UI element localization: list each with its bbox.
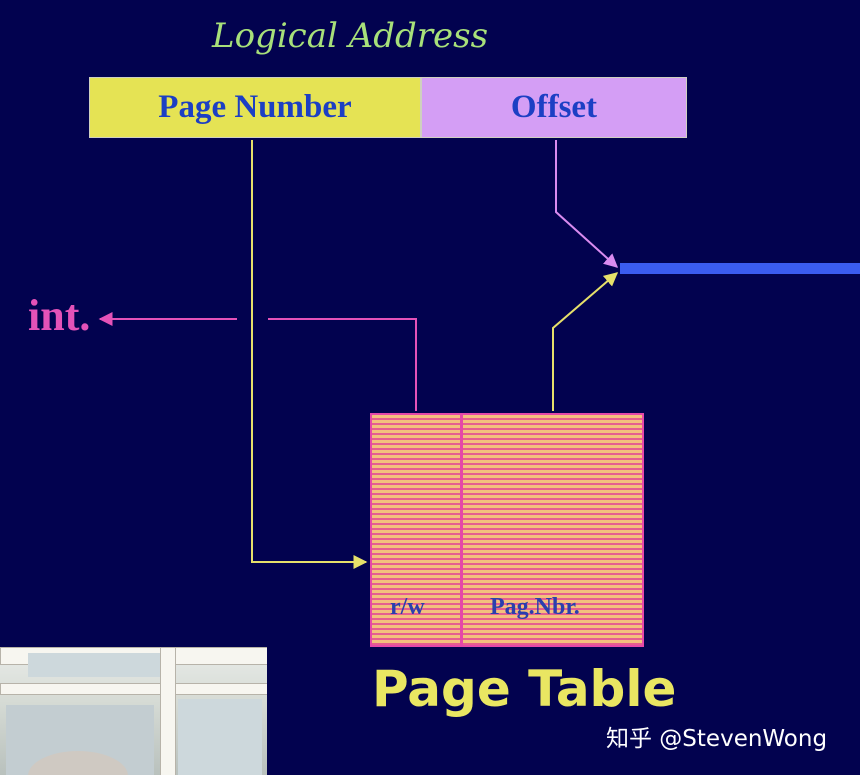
window-post <box>160 647 176 775</box>
logical-address-title: Logical Address <box>212 16 489 56</box>
interrupt-line-right <box>268 318 417 411</box>
watermark: 知乎 @StevenWong <box>606 726 828 752</box>
page-number-line <box>251 140 368 569</box>
window-frame <box>0 683 267 695</box>
frame-number-line <box>552 272 619 411</box>
page-table-divider <box>460 413 463 647</box>
rw-column-label: r/w <box>390 594 425 620</box>
side-window <box>178 699 262 775</box>
offset-field: Offset <box>421 77 687 138</box>
skylight-window <box>28 653 168 677</box>
page-number-column-label: Pag.Nbr. <box>490 594 580 620</box>
interrupt-label: int. <box>28 291 91 340</box>
offset-line <box>555 140 619 268</box>
page-table-box <box>370 413 644 647</box>
page-number-field: Page Number <box>89 77 421 138</box>
page-table-title: Page Table <box>372 660 677 718</box>
output-bus <box>620 263 860 274</box>
presenter-video-thumbnail <box>0 647 267 775</box>
